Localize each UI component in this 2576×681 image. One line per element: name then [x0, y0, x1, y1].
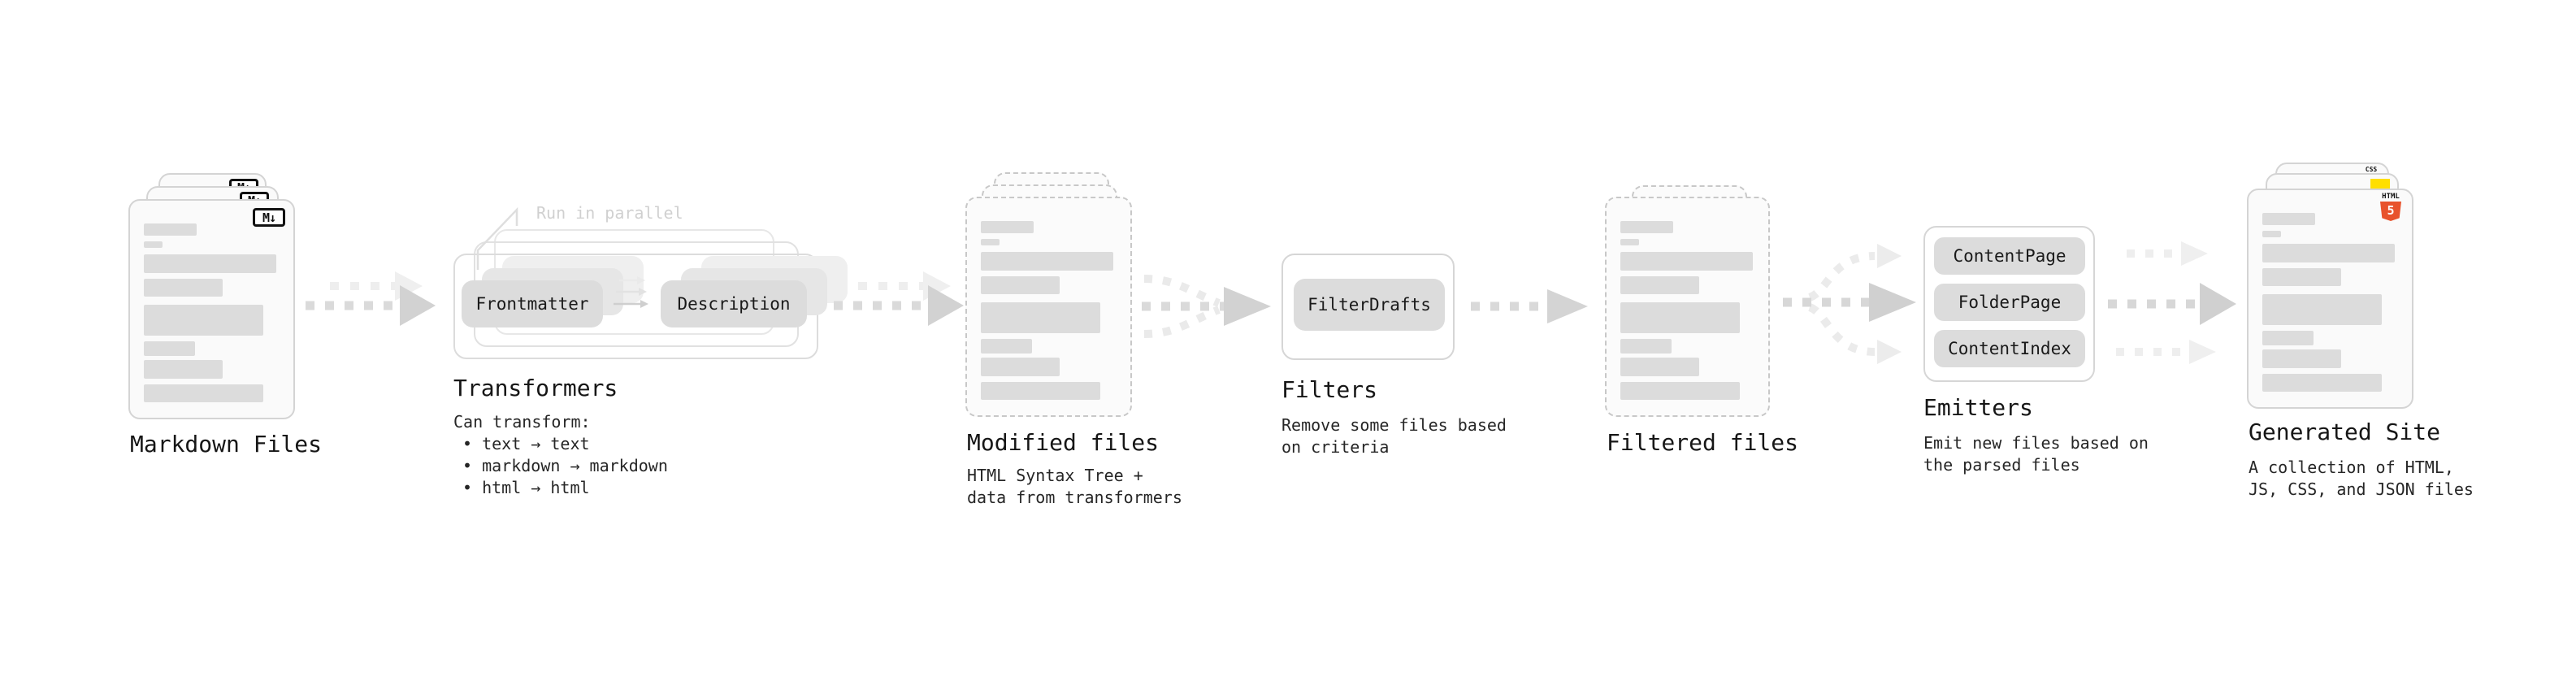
- callout-line: [476, 206, 518, 270]
- emitters-description: Emit new files based on the parsed files: [1923, 432, 2149, 476]
- desc-line: HTML Syntax Tree +: [967, 466, 1143, 485]
- stage-title-modified-files: Modified files: [967, 429, 1160, 456]
- emitter-contentpage: ContentPage: [1934, 237, 2085, 275]
- modified-files-description: HTML Syntax Tree + data from transformer…: [967, 465, 1182, 509]
- desc-line: the parsed files: [1923, 455, 2080, 475]
- modified-file-front: [965, 197, 1132, 417]
- desc-line: on criteria: [1281, 437, 1390, 457]
- stage-title-markdown-files: Markdown Files: [130, 431, 323, 458]
- emitter-folderpage: FolderPage: [1934, 284, 2085, 321]
- arrow-filtered-to-emitters: [1783, 244, 1916, 364]
- stage-title-emitters: Emitters: [1923, 394, 2033, 421]
- transformer-description: Description: [661, 280, 807, 327]
- desc-line: Can transform:: [453, 412, 591, 432]
- stage-title-generated-site: Generated Site: [2249, 419, 2441, 445]
- arrow-filters-to-filtered: [1471, 289, 1588, 323]
- arrow-modified-to-filters: [1142, 275, 1271, 338]
- arrow-markdown-to-transformers: [306, 271, 436, 326]
- arrow-emitters-to-generated: [2108, 241, 2236, 364]
- markdown-file-front: M↓: [128, 199, 295, 419]
- transformers-description: Can transform: • text → text • markdown …: [453, 411, 668, 499]
- parallel-flow-arrows-icon: [614, 276, 648, 308]
- desc-line: Remove some files based: [1281, 415, 1507, 435]
- desc-bullet: • markdown → markdown: [462, 456, 668, 475]
- stage-title-transformers: Transformers: [453, 375, 618, 401]
- emitter-contentindex: ContentIndex: [1934, 330, 2085, 367]
- desc-line: Emit new files based on: [1923, 433, 2149, 453]
- generated-file-html: HTML 5: [2247, 189, 2413, 409]
- callout-run-in-parallel: Run in parallel: [536, 203, 683, 223]
- desc-line: JS, CSS, and JSON files: [2249, 479, 2474, 499]
- transformer-frontmatter: Frontmatter: [462, 280, 603, 327]
- arrow-transformers-to-modified: [834, 271, 964, 326]
- filtered-file-front: [1605, 197, 1770, 417]
- desc-line: data from transformers: [967, 488, 1182, 507]
- generated-site-description: A collection of HTML, JS, CSS, and JSON …: [2249, 457, 2474, 501]
- filters-description: Remove some files based on criteria: [1281, 414, 1507, 458]
- desc-bullet: • html → html: [462, 478, 590, 497]
- js-icon: [2370, 179, 2390, 190]
- stage-title-filtered-files: Filtered files: [1607, 429, 1799, 456]
- desc-bullet: • text → text: [462, 434, 590, 453]
- stage-title-filters: Filters: [1281, 376, 1378, 403]
- desc-line: A collection of HTML,: [2249, 458, 2454, 477]
- html5-icon: HTML 5: [2379, 193, 2402, 221]
- markdown-icon: M↓: [253, 208, 285, 227]
- filter-filterdrafts: FilterDrafts: [1294, 279, 1445, 331]
